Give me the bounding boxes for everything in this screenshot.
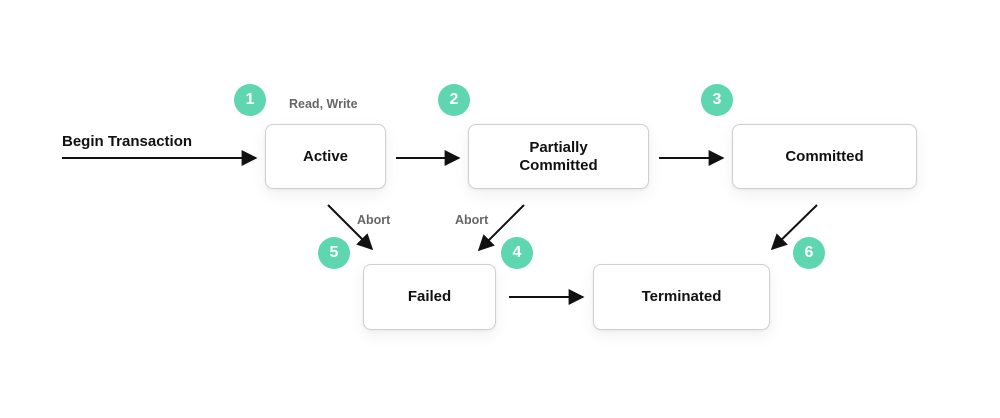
step-badge-2: 2 xyxy=(438,84,470,116)
state-partially-committed: Partially Committed xyxy=(468,124,649,189)
state-label-partially-committed: Partially Committed xyxy=(519,138,598,174)
arrow-partially-committed-to-failed xyxy=(477,204,525,252)
abort-label-partial: Abort xyxy=(455,213,489,227)
step-badge-1: 1 xyxy=(234,84,266,116)
state-label-active: Active xyxy=(302,147,349,165)
read-write-label: Read, Write xyxy=(289,97,358,111)
arrow-active-to-failed xyxy=(327,204,374,251)
begin-transaction-label: Begin Transaction xyxy=(62,133,193,150)
state-label-terminated: Terminated xyxy=(641,288,722,305)
step-badge-6: 6 xyxy=(793,237,825,269)
state-terminated: Terminated xyxy=(593,264,770,330)
state-failed: Failed xyxy=(363,264,496,330)
abort-label-active: Abort xyxy=(357,213,391,227)
state-active: Active xyxy=(265,124,386,189)
step-badge-4: 4 xyxy=(501,237,533,269)
arrow-committed-to-terminated xyxy=(770,204,818,251)
state-label-committed: Committed xyxy=(785,147,864,165)
state-label-failed: Failed xyxy=(407,288,452,305)
step-badge-3: 3 xyxy=(701,84,733,116)
state-committed: Committed xyxy=(732,124,917,189)
step-badge-5: 5 xyxy=(318,237,350,269)
